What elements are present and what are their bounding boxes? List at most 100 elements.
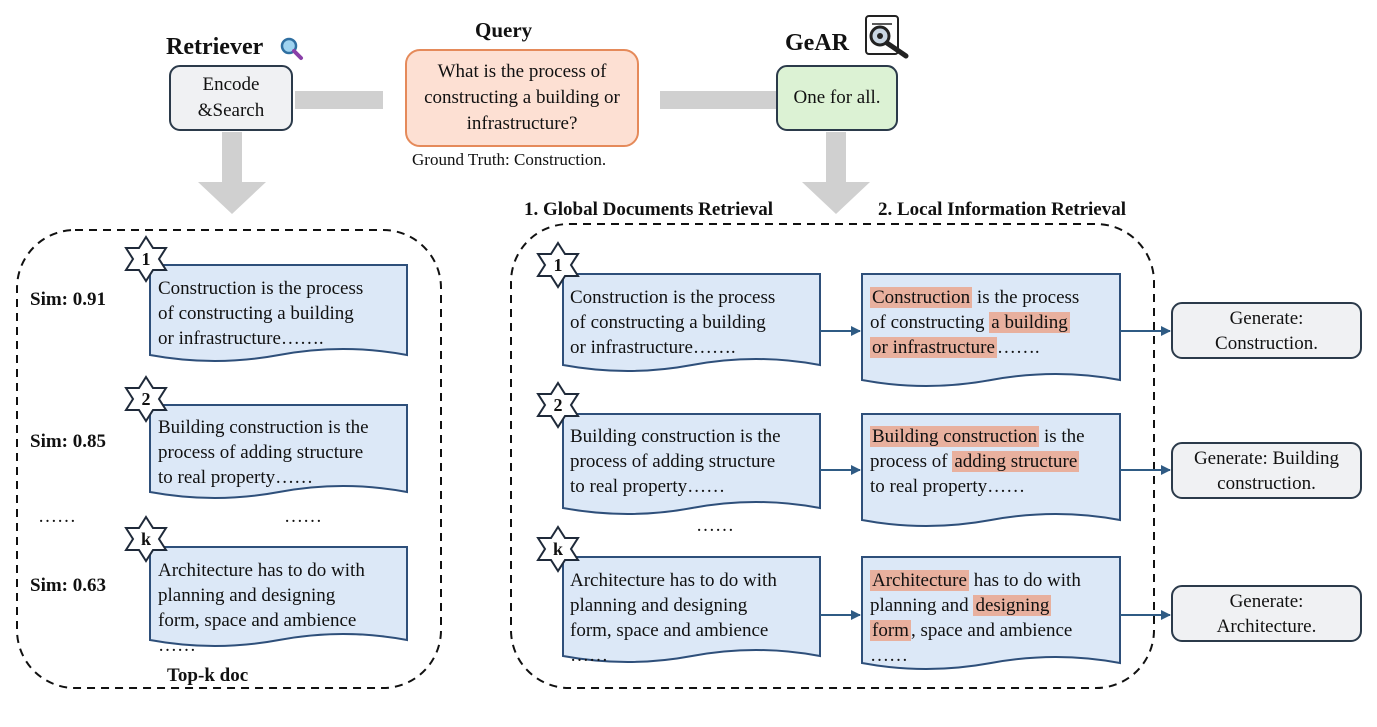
doc-shape: [562, 556, 821, 663]
gear-title: GeAR: [785, 30, 849, 56]
doc-text-2: Building construction is the process of …: [158, 415, 369, 490]
highlight-span: Construction: [870, 287, 973, 308]
highlight-span: designing: [973, 595, 1052, 616]
doc-line: planning and designing: [570, 595, 748, 616]
doc-shape: [149, 404, 408, 499]
doc-shape: [149, 264, 408, 362]
doc-line: form, space and ambience: [158, 610, 357, 631]
doc-text-1: Construction is the process of construct…: [158, 276, 363, 351]
doc-line: or infrastructure…….: [570, 337, 736, 358]
generate-text-3: Generate: Architecture.: [1172, 586, 1361, 641]
star-badge-icon: [536, 381, 580, 429]
ellipsis-mid: ……: [284, 506, 322, 527]
doc-line: of constructing a building: [158, 303, 354, 324]
gear-docs: [562, 273, 821, 663]
star-badge-icon: [124, 375, 168, 423]
doc-line: Building construction is the: [158, 417, 369, 438]
generate-box-3: [1171, 585, 1362, 642]
gear-magnifier-icon: [865, 15, 909, 59]
plain-span: of constructing: [870, 312, 990, 333]
generate-box-2: [1171, 442, 1362, 499]
gear-doc-text-1: Construction is the process of construct…: [570, 285, 775, 360]
doc-line: form, space and ambience: [570, 620, 769, 641]
plain-span: planning and: [870, 595, 974, 616]
doc-shape: [562, 273, 821, 372]
star-badge-icon: [124, 235, 168, 283]
generate-line: Generate:: [1229, 307, 1304, 329]
retriever-box-text: Encode &Search: [170, 66, 292, 130]
generate-line: Generate:: [1229, 590, 1304, 612]
plain-span: is the process: [972, 287, 1080, 308]
highlight-span: or infrastructure: [870, 337, 997, 358]
plain-span: , space and ambience: [910, 620, 1073, 641]
plain-span: has to do with: [968, 570, 1081, 591]
left-docs: [149, 264, 408, 647]
rank-badge-k: k: [140, 528, 151, 549]
step-local-label: 2. Local Information Retrieval: [878, 199, 1127, 220]
highlight-span: Architecture: [870, 570, 969, 591]
highlight-span: form: [870, 620, 911, 641]
blue-arrows: [820, 326, 1171, 620]
star-badge-icon: [536, 241, 580, 289]
generate-box-1: [1171, 302, 1362, 359]
retriever-box-label: Encode &Search: [197, 74, 265, 121]
local-doc-text-k: Architecture has to do with planning and…: [870, 568, 1081, 668]
plain-span: ……: [870, 645, 908, 666]
ellipsis-left: ……: [38, 506, 76, 527]
generate-text-1: Generate: Construction.: [1172, 303, 1361, 358]
generate-line: Generate: Building: [1193, 447, 1340, 469]
doc-line: ……: [570, 645, 608, 666]
doc-line: planning and designing: [158, 585, 336, 606]
doc-line: to real property……: [570, 476, 726, 497]
generate-line: Architecture.: [1216, 615, 1317, 637]
plain-span: …….: [996, 337, 1040, 358]
doc-shape: [149, 546, 408, 647]
generate-text-2: Generate: Building construction.: [1172, 443, 1361, 498]
rank-badge-k: k: [552, 538, 563, 559]
star-badges: [124, 235, 580, 573]
gear-box-label: One for all.: [793, 87, 881, 108]
doc-shape: [562, 413, 821, 515]
rank-badge-1: 1: [553, 254, 563, 275]
query-box-text: What is the process of constructing a bu…: [406, 50, 638, 146]
gear-container: [510, 223, 1155, 689]
query-box: [405, 49, 639, 147]
plain-span: to real property……: [870, 476, 1026, 497]
query-title: Query: [475, 18, 533, 42]
doc-line: Construction is the process: [158, 278, 364, 299]
highlight-span: adding structure: [952, 451, 1080, 472]
doc-line: Building construction is the: [570, 426, 781, 447]
gray-connectors: [198, 91, 870, 214]
doc-line: Construction is the process: [570, 287, 776, 308]
generate-line: Construction.: [1215, 332, 1318, 354]
topk-label: Top-k doc: [167, 665, 249, 686]
gear-box: [776, 65, 898, 131]
rank-badge-2: 2: [141, 388, 151, 409]
topk-container: [16, 229, 442, 689]
plain-span: is the: [1039, 426, 1085, 447]
doc-text-k: Architecture has to do with planning and…: [158, 558, 365, 658]
doc-line: Architecture has to do with: [158, 560, 365, 581]
gear-box-text: One for all.: [777, 66, 897, 130]
doc-line: Architecture has to do with: [570, 570, 777, 591]
retriever-box: [169, 65, 293, 131]
ellipsis-gear: ……: [696, 515, 734, 536]
sim-label-1: Sim: 0.91: [30, 289, 106, 310]
magnifier-icon: [280, 37, 303, 60]
star-badge-icon: [124, 515, 168, 563]
gear-doc-text-k: Architecture has to do with planning and…: [570, 568, 777, 668]
generate-line: construction.: [1217, 472, 1316, 494]
doc-line: process of adding structure: [158, 442, 364, 463]
doc-line: or infrastructure…….: [158, 328, 324, 349]
doc-line: to real property……: [158, 467, 314, 488]
step-global-label: 1. Global Documents Retrieval: [524, 199, 774, 220]
gear-doc-text-2: Building construction is the process of …: [570, 424, 781, 499]
local-doc-text-1: Construction is the process of construct…: [870, 285, 1079, 360]
doc-line: process of adding structure: [570, 451, 776, 472]
retriever-title: Retriever: [166, 34, 264, 60]
doc-line: ……: [158, 635, 196, 656]
query-text: What is the process of constructing a bu…: [424, 61, 620, 134]
highlight-span: a building: [989, 312, 1070, 333]
down-arrow-left: [198, 132, 266, 214]
ground-truth: Ground Truth: Construction.: [412, 150, 607, 169]
